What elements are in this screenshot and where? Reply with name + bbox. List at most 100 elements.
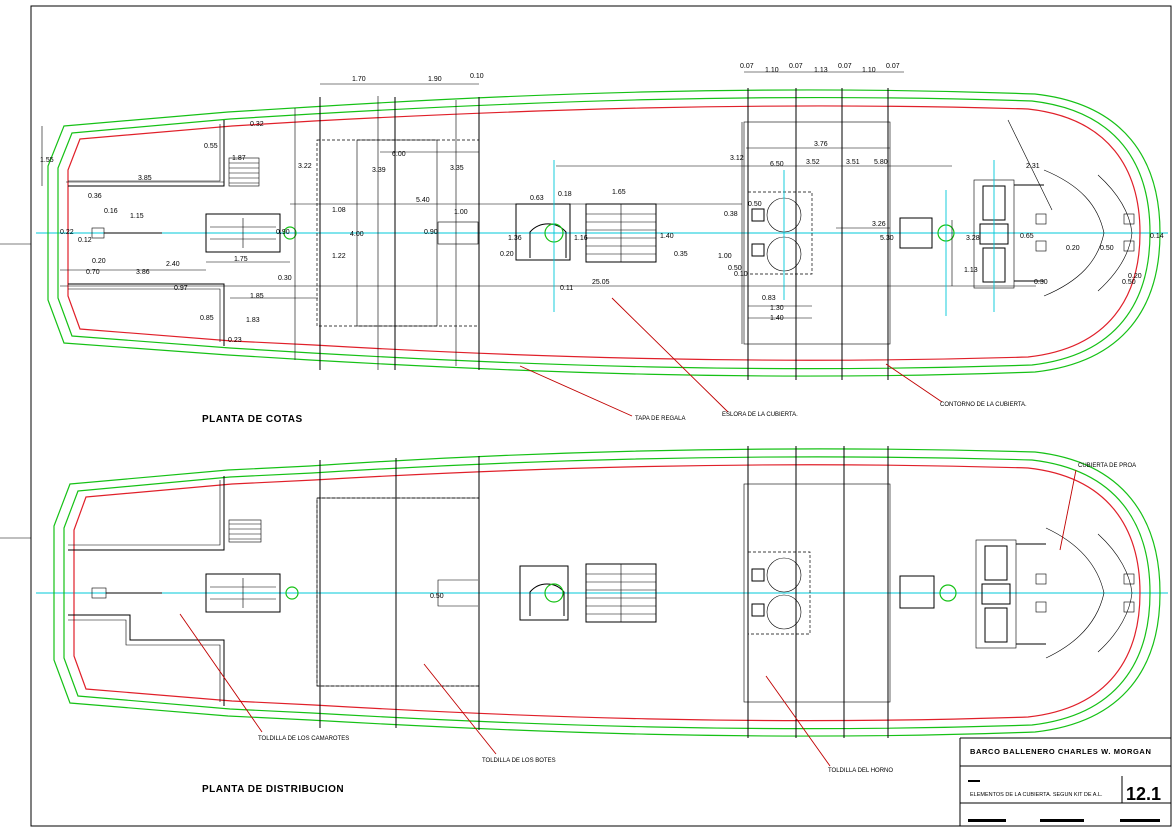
label-tapa-de-regala: TAPA DE REGALA xyxy=(635,416,685,422)
plan-distribucion: 0.50 xyxy=(36,446,1168,795)
dim-text: 25.05 xyxy=(592,279,610,286)
dim-text: 3.86 xyxy=(136,269,150,276)
title-block: BARCO BALLENERO CHARLES W. MORGAN ELEMEN… xyxy=(959,737,1171,826)
tryworks-house-bottom xyxy=(743,483,891,703)
hull-outline-outer-top xyxy=(47,89,1161,377)
fore-hatch-bottom xyxy=(899,575,935,609)
rail-outline-top xyxy=(67,105,1141,361)
dim-text: 0.12 xyxy=(78,237,92,244)
dim-text: 3.28 xyxy=(966,235,980,242)
stair-top xyxy=(228,157,260,187)
dim-text: 0.30 xyxy=(1034,279,1048,286)
dim-text: 0.50 xyxy=(748,201,762,208)
windlass-bottom xyxy=(975,539,1017,649)
dim-text: 1.40 xyxy=(660,233,674,240)
dim-text: 1.30 xyxy=(770,305,784,312)
dim-text: 0.10 xyxy=(734,271,748,278)
hatch-mid-top xyxy=(437,221,479,245)
leader-proa xyxy=(1059,469,1077,551)
label-contorno: CONTORNO DE LA CUBIERTA. xyxy=(940,402,1027,408)
plan-title-distribucion: PLANTA DE DISTRIBUCION xyxy=(202,784,344,795)
dim-text: 0.10 xyxy=(470,73,484,80)
dim-text: 1.08 xyxy=(332,207,346,214)
dim-text: 0.07 xyxy=(838,63,852,70)
dim-text: 0.50 xyxy=(1122,279,1136,286)
hull-outline-outer-bottom xyxy=(53,448,1161,737)
dim-text: 0.20 xyxy=(92,258,106,265)
rail-outline-bottom xyxy=(73,464,1141,722)
dim-text: 6.00 xyxy=(392,151,406,158)
mast-aft-bottom xyxy=(285,586,299,600)
dim-text: 0.90 xyxy=(276,229,290,236)
bow-deck-line-bottom xyxy=(1045,527,1105,659)
dim-text: 3.22 xyxy=(298,163,312,170)
label-cubierta-de-proa: CUBIERTA DE PROA xyxy=(1078,463,1136,469)
leader-camarotes xyxy=(179,613,263,733)
dim-text: 0.90 xyxy=(424,229,438,236)
leader-contorno xyxy=(885,363,943,403)
dim-text: 0.35 xyxy=(674,251,688,258)
bow-deck-line-top xyxy=(1043,169,1105,297)
capstan-center-bottom xyxy=(544,583,564,603)
project-title: BARCO BALLENERO CHARLES W. MORGAN xyxy=(970,747,1151,756)
dim-text: 0.18 xyxy=(558,191,572,198)
dim-text: 2.40 xyxy=(166,261,180,268)
dim-text: 1.10 xyxy=(765,67,779,74)
hull-outline-inner-top xyxy=(57,96,1151,370)
dim-text: 0.22 xyxy=(60,229,74,236)
plan-cotas: 1.70 1.90 0.10 0.07 1.10 0.07 1.13 0.07 … xyxy=(36,63,1168,425)
dim-text: 1.65 xyxy=(612,189,626,196)
dim-text: 1.36 xyxy=(508,235,522,242)
dim-text: 3.51 xyxy=(846,159,860,166)
capstan-arc-top xyxy=(529,223,567,258)
label-toldilla-botes: TOLDILLA DE LOS BOTES xyxy=(482,758,556,764)
dim-text: 0.32 xyxy=(250,121,264,128)
dim-text: 0.50 xyxy=(430,593,444,600)
dim-text: 0.23 xyxy=(228,337,242,344)
label-toldilla-horno: TOLDILLA DEL HORNO xyxy=(828,768,893,774)
dim-text: 3.35 xyxy=(450,165,464,172)
label-eslora: ESLORA DE LA CUBIERTA. xyxy=(722,412,798,418)
dim-text: 1.83 xyxy=(246,317,260,324)
furnace-2-top xyxy=(751,243,765,257)
dim-text: 1.22 xyxy=(332,253,346,260)
dim-text: 0.30 xyxy=(278,275,292,282)
mast-aft-top xyxy=(283,226,297,240)
label-toldilla-camarotes: TOLDILLA DE LOS CAMAROTES xyxy=(258,736,349,742)
dim-text: 0.70 xyxy=(86,269,100,276)
dim-text: 5.40 xyxy=(416,197,430,204)
dim-text: 0.55 xyxy=(204,143,218,150)
aft-cabin-lower xyxy=(68,283,225,346)
dim-text: 1.15 xyxy=(130,213,144,220)
dim-text: 6.50 xyxy=(770,161,784,168)
dim-text: 1.00 xyxy=(718,253,732,260)
dim-text: 0.97 xyxy=(174,285,188,292)
dim-text: 0.63 xyxy=(530,195,544,202)
dim-text: 1.85 xyxy=(250,293,264,300)
dim-text: 0.50 xyxy=(728,265,742,272)
dim-text: 0.38 xyxy=(724,211,738,218)
furnace-1-top xyxy=(751,208,765,222)
capstan-frame-bottom xyxy=(519,565,569,621)
dim-text: 0.07 xyxy=(789,63,803,70)
dim-text: 0.16 xyxy=(104,208,118,215)
aft-cabin-upper-bottom xyxy=(68,476,225,551)
aft-cabin-lower-inner xyxy=(68,288,221,342)
skylight-aft-bottom xyxy=(205,573,281,613)
dim-text: 0.14 xyxy=(1150,233,1164,240)
dim-text: 0.20 xyxy=(1128,273,1142,280)
tryworks-house-top xyxy=(743,121,891,345)
dim-text: 4.00 xyxy=(350,231,364,238)
dim-text: 0.20 xyxy=(1066,245,1080,252)
dim-text: 1.10 xyxy=(862,67,876,74)
skylight-aft-top xyxy=(205,213,281,253)
mast-fore-bottom xyxy=(939,584,957,602)
dim-text: 1.70 xyxy=(352,76,366,83)
dim-text: 0.36 xyxy=(88,193,102,200)
dim-text: 5.80 xyxy=(874,159,888,166)
dim-text: 0.83 xyxy=(762,295,776,302)
dim-text: 3.39 xyxy=(372,167,386,174)
dim-text: 1.13 xyxy=(964,267,978,274)
dim-text: 0.85 xyxy=(200,315,214,322)
leader-botes xyxy=(423,663,497,755)
